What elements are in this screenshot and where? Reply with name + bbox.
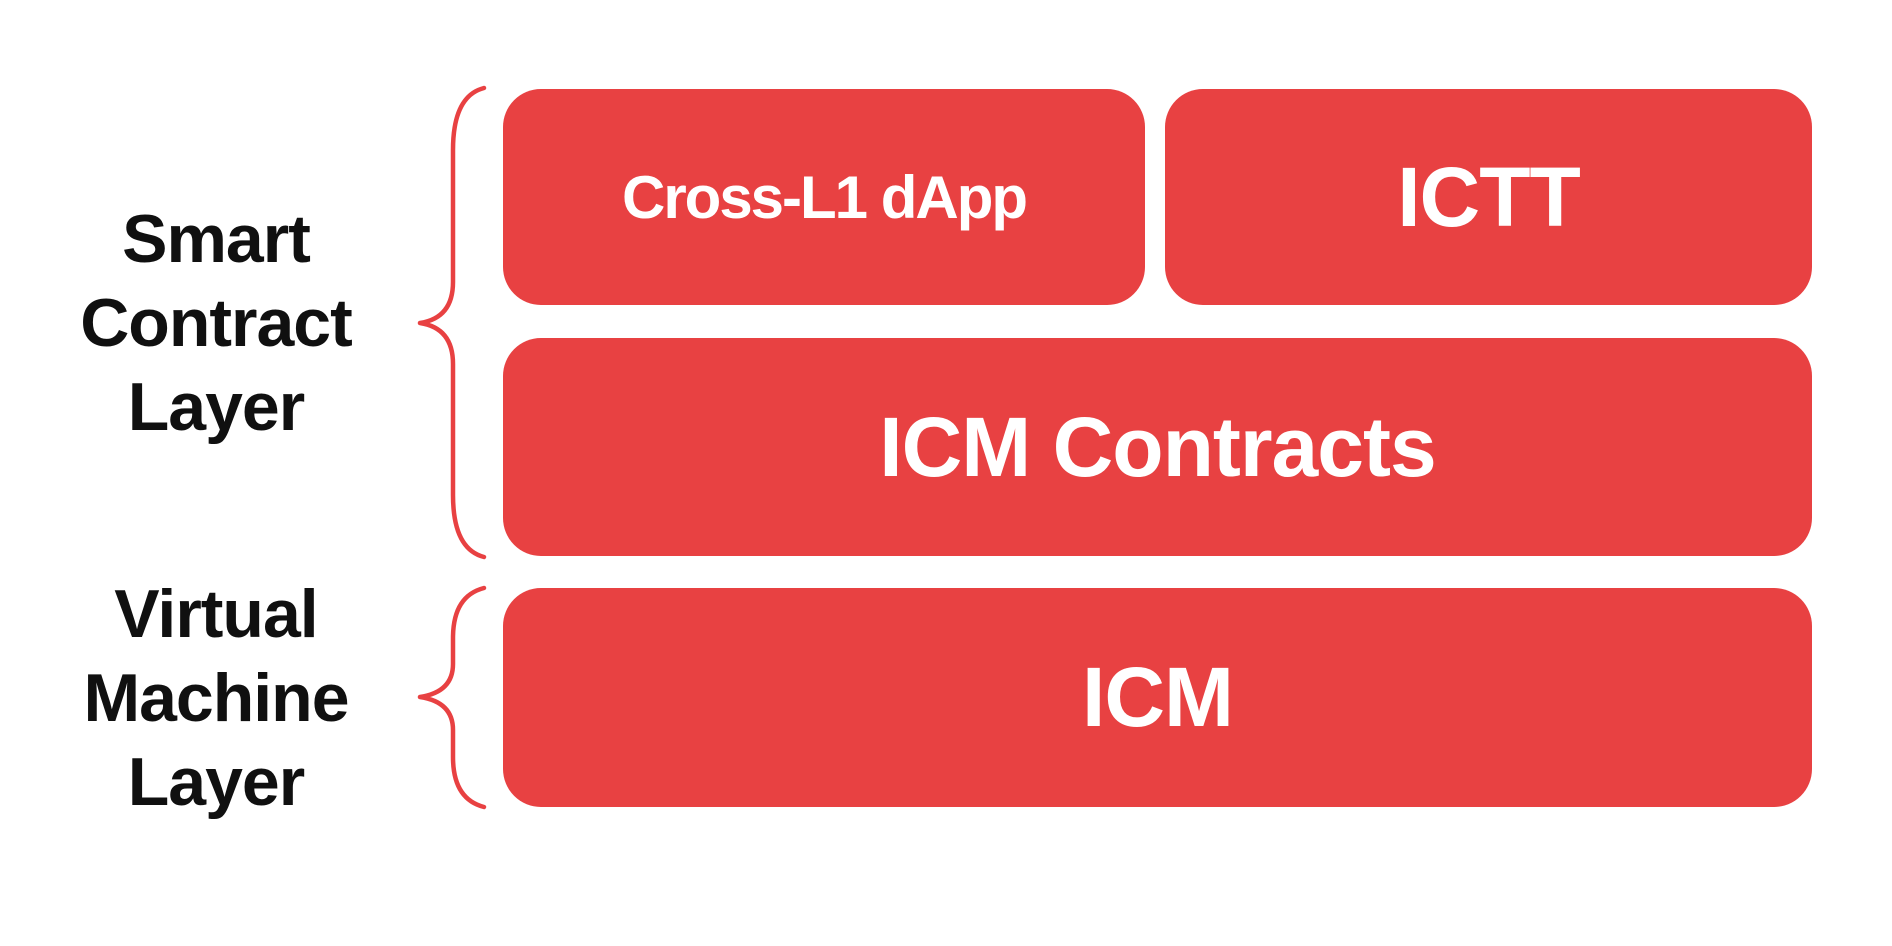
- label-virtual-machine-layer: Virtual Machine Layer: [83, 575, 349, 820]
- box-cross-l1-dapp-label: Cross-L1 dApp: [621, 163, 1028, 231]
- box-icm: ICM: [503, 588, 1812, 807]
- box-icm-contracts-label: ICM Contracts: [879, 399, 1436, 494]
- box-cross-l1-dapp: Cross-L1 dApp: [503, 89, 1145, 305]
- label-smart-contract-layer: Smart Contract Layer: [80, 201, 353, 445]
- brace-virtual-machine-layer-icon: [417, 585, 487, 810]
- box-ictt: ICTT: [1165, 89, 1812, 305]
- brace-smart-contract-layer-icon: [417, 85, 487, 560]
- box-icm-contracts: ICM Contracts: [503, 338, 1812, 556]
- box-icm-label: ICM: [1082, 650, 1234, 744]
- box-ictt-label: ICTT: [1397, 149, 1581, 244]
